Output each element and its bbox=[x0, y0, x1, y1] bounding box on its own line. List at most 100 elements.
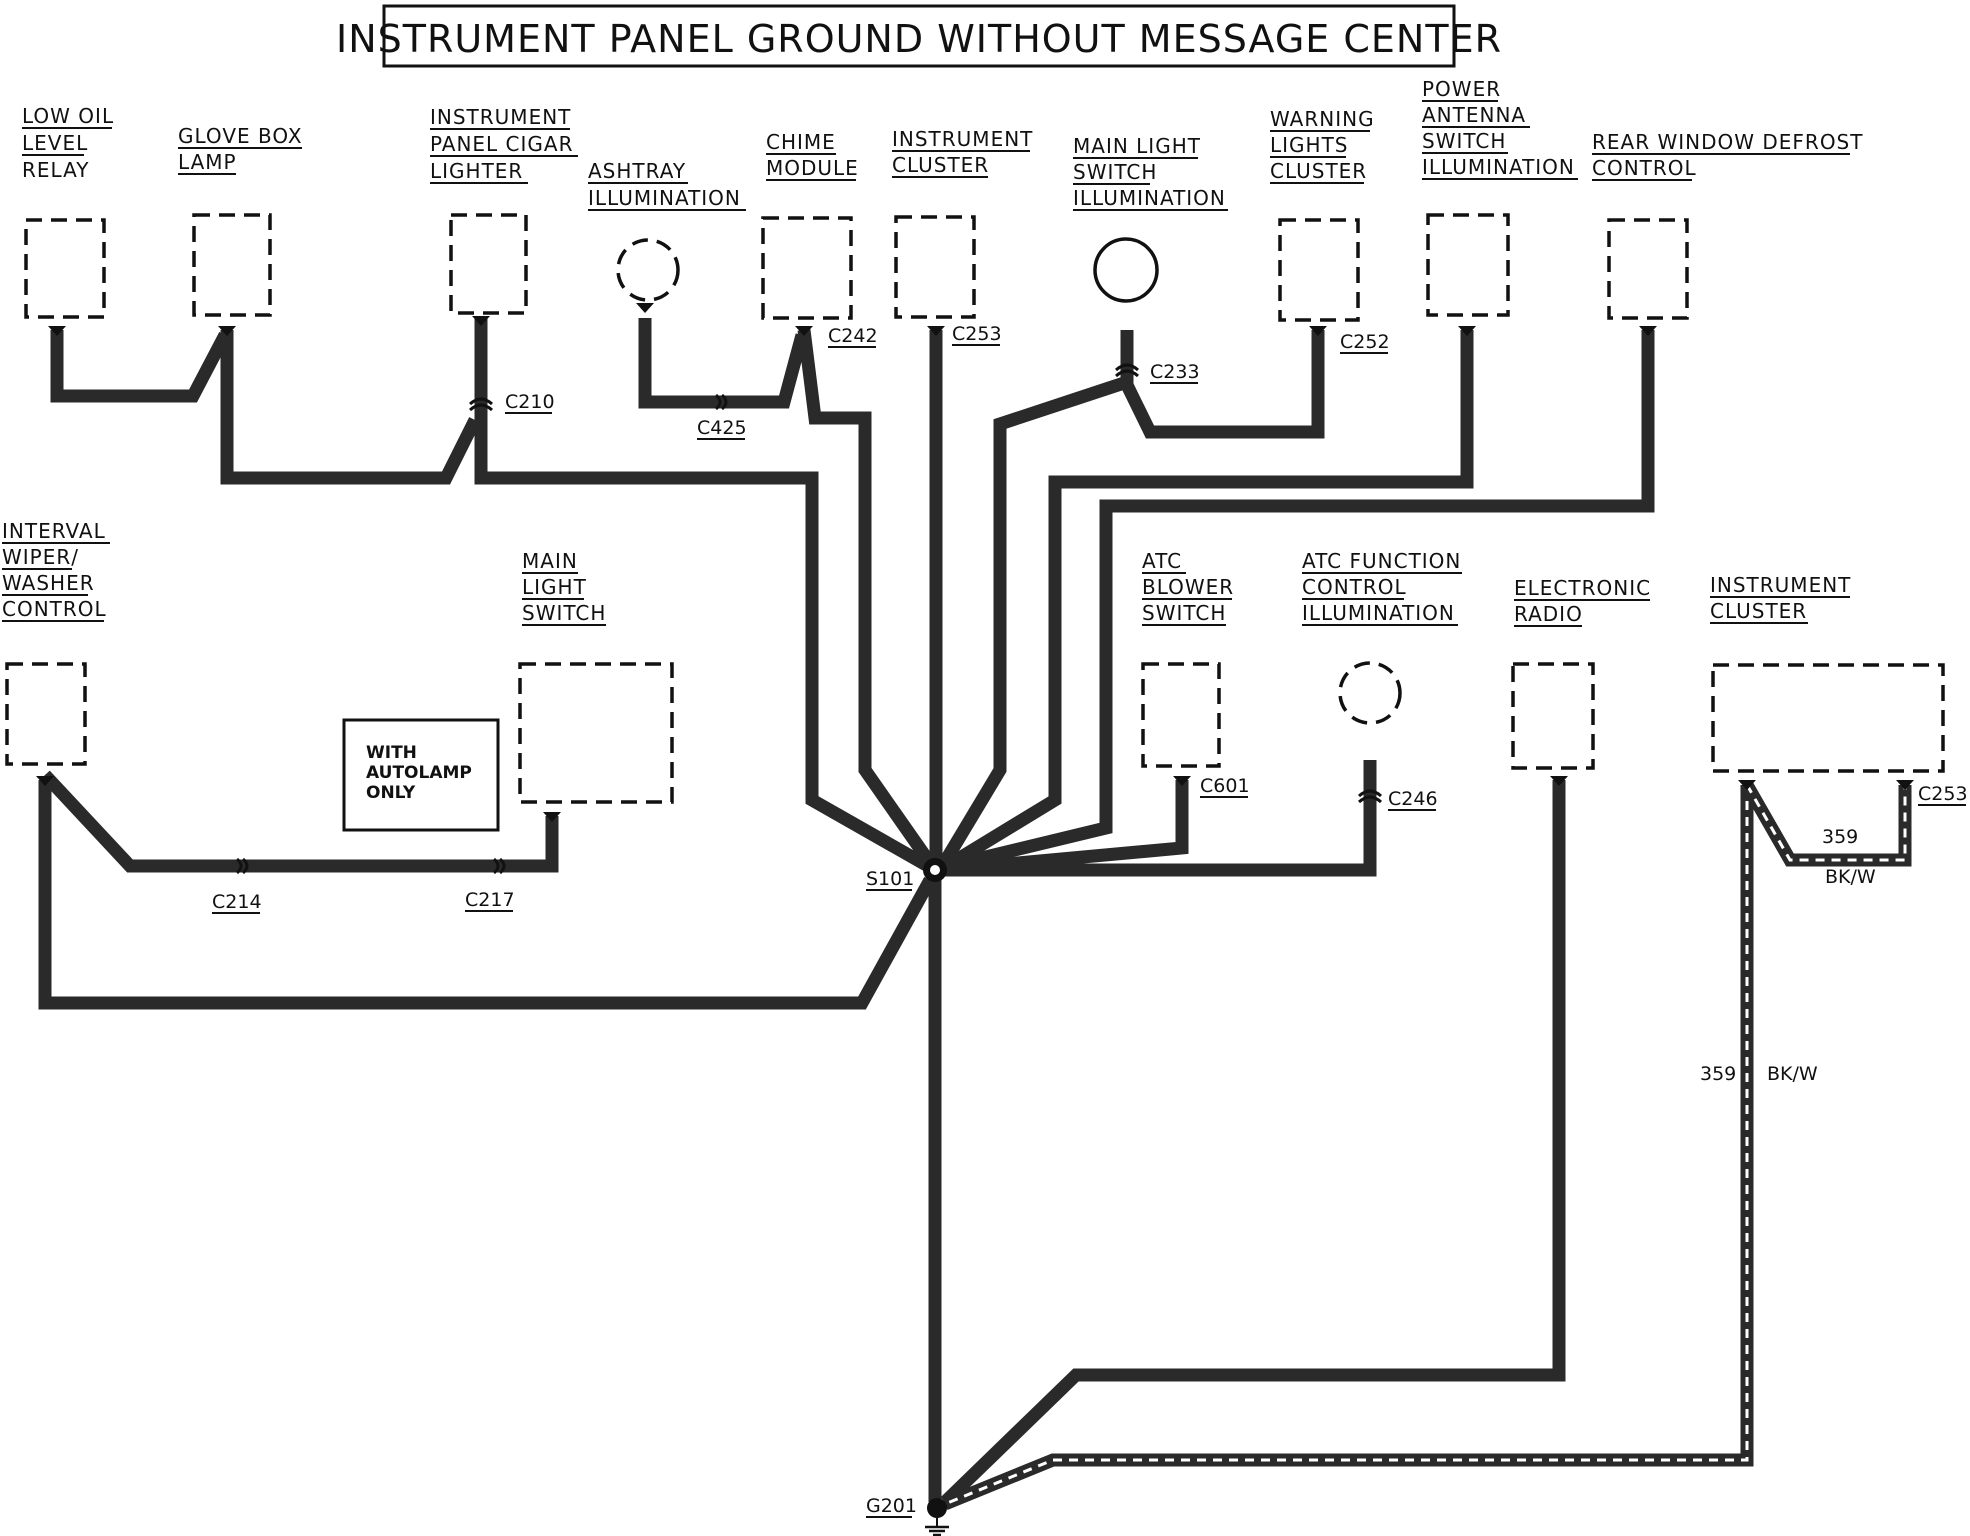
label-instrument-cluster-bottom: INSTRUMENT CLUSTER bbox=[1710, 573, 1851, 624]
title-block: INSTRUMENT PANEL GROUND WITHOUT MESSAGE … bbox=[336, 4, 1502, 68]
warning-lights-cluster-box bbox=[1278, 218, 1360, 322]
title-frame bbox=[382, 4, 1456, 68]
ground-g201: G201 bbox=[866, 1495, 949, 1536]
svg-text:LIGHTS: LIGHTS bbox=[1270, 133, 1349, 157]
label-interval-wiper-washer-control: INTERVAL WIPER/ WASHER CONTROL bbox=[2, 519, 110, 622]
instrument-cluster-bottom-box bbox=[1711, 663, 1945, 773]
label-atc-blower-switch: ATC BLOWER SWITCH bbox=[1142, 549, 1234, 626]
splice-s101: S101 bbox=[866, 858, 947, 891]
connector-c217: C217 bbox=[465, 889, 515, 911]
svg-text:CHIME: CHIME bbox=[766, 130, 836, 154]
wire-interval-wiper-autolamp bbox=[40, 770, 559, 873]
label-atc-function-control-illumination: ATC FUNCTION CONTROL ILLUMINATION bbox=[1302, 549, 1462, 626]
svg-text:CLUSTER: CLUSTER bbox=[1270, 159, 1367, 183]
connector-c233: C233 bbox=[1150, 361, 1200, 383]
ground-eyelet bbox=[927, 1498, 947, 1518]
svg-text:INTERVAL: INTERVAL bbox=[2, 519, 106, 543]
connector-c214: C214 bbox=[212, 891, 262, 913]
label-electronic-radio: ELECTRONIC RADIO bbox=[1514, 576, 1651, 627]
label-rear-window-defrost-control: REAR WINDOW DEFROST CONTROL bbox=[1592, 130, 1863, 181]
autolamp-note-frame bbox=[342, 718, 500, 832]
cigar-lighter-box bbox=[449, 213, 528, 315]
label-main-light-switch: MAIN LIGHT SWITCH bbox=[522, 549, 606, 626]
svg-text:CLUSTER: CLUSTER bbox=[1710, 599, 1807, 623]
svg-text:ILLUMINATION: ILLUMINATION bbox=[1073, 186, 1226, 210]
svg-text:CONTROL: CONTROL bbox=[1592, 156, 1697, 180]
connector-c252: C252 bbox=[1340, 331, 1390, 353]
svg-text:ILLUMINATION: ILLUMINATION bbox=[1302, 601, 1455, 625]
svg-text:WIPER/: WIPER/ bbox=[2, 545, 79, 569]
svg-text:CONTROL: CONTROL bbox=[2, 597, 107, 621]
terminal-interval-wiper bbox=[36, 776, 54, 786]
connector-c601: C601 bbox=[1200, 775, 1250, 797]
svg-text:ILLUMINATION: ILLUMINATION bbox=[1422, 155, 1575, 179]
wire-circuit-lower: 359 bbox=[1700, 1063, 1736, 1085]
atc-blower-switch-box bbox=[1141, 662, 1221, 768]
svg-text:LAMP: LAMP bbox=[178, 150, 237, 174]
page-title: INSTRUMENT PANEL GROUND WITHOUT MESSAGE … bbox=[336, 17, 1502, 61]
svg-text:MAIN LIGHT: MAIN LIGHT bbox=[1073, 134, 1201, 158]
svg-text:RELAY: RELAY bbox=[22, 158, 89, 182]
svg-text:SWITCH: SWITCH bbox=[1142, 601, 1226, 625]
terminal-ashtray bbox=[636, 303, 654, 313]
svg-text:INSTRUMENT: INSTRUMENT bbox=[430, 105, 571, 129]
terminal-glove-box bbox=[218, 326, 236, 336]
connector-c246: C246 bbox=[1388, 788, 1438, 810]
terminal-atc-blower bbox=[1173, 776, 1191, 786]
terminal-chime bbox=[795, 326, 813, 336]
note-line-2: AUTOLAMP bbox=[366, 763, 472, 783]
c214-symbol bbox=[235, 857, 249, 875]
c210-symbol bbox=[468, 397, 494, 412]
svg-text:BLOWER: BLOWER bbox=[1142, 575, 1234, 599]
splice-label: S101 bbox=[866, 868, 914, 890]
svg-text:INSTRUMENT: INSTRUMENT bbox=[1710, 573, 1851, 597]
svg-text:INSTRUMENT: INSTRUMENT bbox=[892, 127, 1033, 151]
connector-c210: C210 bbox=[505, 391, 555, 413]
label-warning-lights-cluster: WARNING LIGHTS CLUSTER bbox=[1270, 107, 1374, 184]
c425-symbol bbox=[714, 393, 728, 411]
wire-main-light-illum-branch bbox=[1121, 330, 1325, 439]
instrument-cluster-top-box bbox=[894, 215, 976, 319]
wire-circuit-upper: 359 bbox=[1822, 826, 1858, 848]
terminal-defrost bbox=[1639, 326, 1657, 336]
connector-c253-bottom: C253 bbox=[1918, 783, 1968, 805]
wire-atc-blower bbox=[939, 780, 1189, 877]
svg-text:ILLUMINATION: ILLUMINATION bbox=[588, 186, 741, 210]
autolamp-note: WITH AUTOLAMP ONLY bbox=[342, 718, 500, 832]
svg-text:CONTROL: CONTROL bbox=[1302, 575, 1407, 599]
inline-connectors bbox=[235, 363, 1383, 875]
svg-text:REAR WINDOW DEFROST: REAR WINDOW DEFROST bbox=[1592, 130, 1863, 154]
atc-function-illumination-bulb bbox=[1338, 661, 1402, 725]
label-glove-box-lamp: GLOVE BOX LAMP bbox=[178, 124, 302, 175]
svg-text:ELECTRONIC: ELECTRONIC bbox=[1514, 576, 1651, 600]
svg-text:ATC FUNCTION: ATC FUNCTION bbox=[1302, 549, 1461, 573]
svg-text:MODULE: MODULE bbox=[766, 156, 859, 180]
wire-ashtray bbox=[638, 318, 809, 409]
svg-text:MAIN: MAIN bbox=[522, 549, 578, 573]
c217-symbol bbox=[492, 857, 506, 875]
c233-symbol bbox=[1114, 363, 1140, 378]
label-main-light-switch-illumination: MAIN LIGHT SWITCH ILLUMINATION bbox=[1073, 134, 1228, 211]
terminal-antenna bbox=[1458, 326, 1476, 336]
wire-cluster-to-g201 bbox=[942, 785, 1754, 1511]
wire-color-lower: BK/W bbox=[1767, 1063, 1818, 1085]
low-oil-level-relay-box bbox=[24, 218, 106, 319]
svg-text:POWER: POWER bbox=[1422, 77, 1501, 101]
connector-c253-top: C253 bbox=[952, 323, 1002, 345]
svg-text:SWITCH: SWITCH bbox=[1073, 160, 1157, 184]
terminal-cluster-bottom-a bbox=[1738, 780, 1756, 790]
glove-box-lamp-box bbox=[192, 213, 272, 317]
ground-label: G201 bbox=[866, 1495, 917, 1517]
svg-text:LIGHTER: LIGHTER bbox=[430, 159, 523, 183]
electronic-radio-box bbox=[1511, 662, 1595, 770]
svg-text:CLUSTER: CLUSTER bbox=[892, 153, 989, 177]
wire-radio-to-g201 bbox=[940, 780, 1566, 1507]
svg-text:ANTENNA: ANTENNA bbox=[1422, 103, 1526, 127]
ground-wires bbox=[38, 318, 1912, 1511]
wire-labels: 359 BK/W 359 BK/W bbox=[1700, 826, 1876, 1085]
label-chime-module: CHIME MODULE bbox=[766, 130, 859, 181]
terminal-main-light bbox=[543, 812, 561, 822]
power-antenna-illumination-box bbox=[1426, 213, 1510, 317]
c246-symbol bbox=[1357, 789, 1383, 804]
